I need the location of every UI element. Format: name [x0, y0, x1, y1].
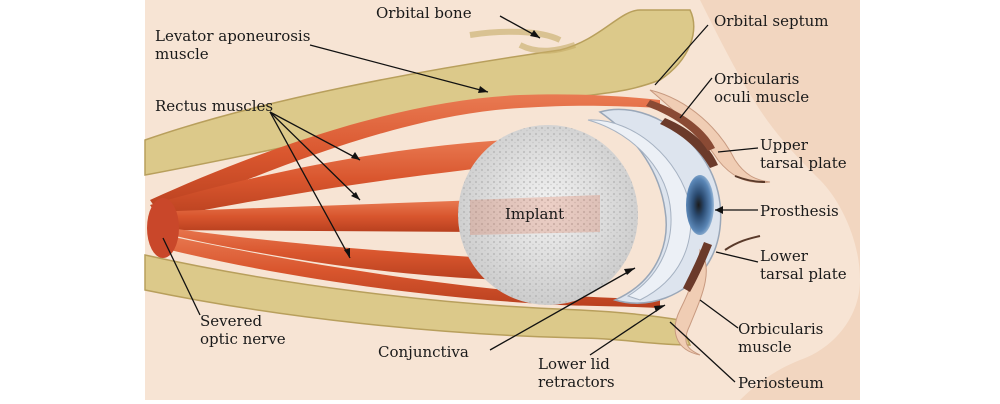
label-orbital-bone: Orbital bone [376, 4, 472, 22]
label-rectus-muscles: Rectus muscles [155, 97, 274, 115]
lower-tarsal-plate [683, 242, 712, 292]
levator-muscle [150, 94, 660, 215]
lower-eyelid [674, 248, 707, 356]
leader-periosteum [669, 321, 736, 383]
leader-arrows [344, 30, 723, 312]
label-periosteum: Periosteum [738, 374, 824, 392]
label-severed-optic-nerve: Severed optic nerve [200, 312, 286, 348]
leader-rectus-2 [269, 111, 361, 201]
lower-lid-muscle [150, 232, 660, 308]
label-orbicularis-oculi: Orbicularis oculi muscle [714, 70, 810, 106]
leader-lower-tarsal [715, 251, 759, 263]
leader-severed [162, 237, 201, 316]
label-lower-tarsal-plate: Lower tarsal plate [760, 247, 847, 283]
leader-upper-tarsal [717, 147, 759, 153]
optic-nerve-stump [147, 198, 179, 258]
label-orbicularis-muscle: Orbicularis muscle [738, 320, 824, 356]
leader-orbital-septum [654, 24, 709, 86]
label-implant: Implant [505, 205, 565, 223]
label-lower-lid-retractors: Lower lid retractors [538, 355, 615, 391]
orbicularis-oculi [646, 100, 715, 151]
iris [686, 175, 714, 235]
medial-rectus [150, 200, 480, 232]
leader-rectus-1 [269, 111, 361, 161]
leader-orbicularis-oculi [679, 77, 713, 119]
lower-orbital-bone [144, 254, 692, 346]
leader-conjunctiva [489, 267, 636, 351]
label-conjunctiva: Conjunctiva [378, 343, 469, 361]
face-profile [700, 0, 860, 400]
label-prosthesis: Prosthesis [760, 202, 839, 220]
leader-levator [309, 44, 489, 93]
label-orbital-septum: Orbital septum [714, 12, 829, 30]
label-levator-aponeurosis: Levator aponeurosis muscle [155, 27, 311, 63]
leader-orbicularis [699, 299, 739, 329]
upper-tarsal-plate [660, 118, 718, 168]
bone-texture [469, 28, 576, 54]
leader-lower-lid [589, 304, 666, 356]
label-upper-tarsal-plate: Upper tarsal plate [760, 136, 847, 172]
leader-rectus-3 [269, 111, 351, 259]
